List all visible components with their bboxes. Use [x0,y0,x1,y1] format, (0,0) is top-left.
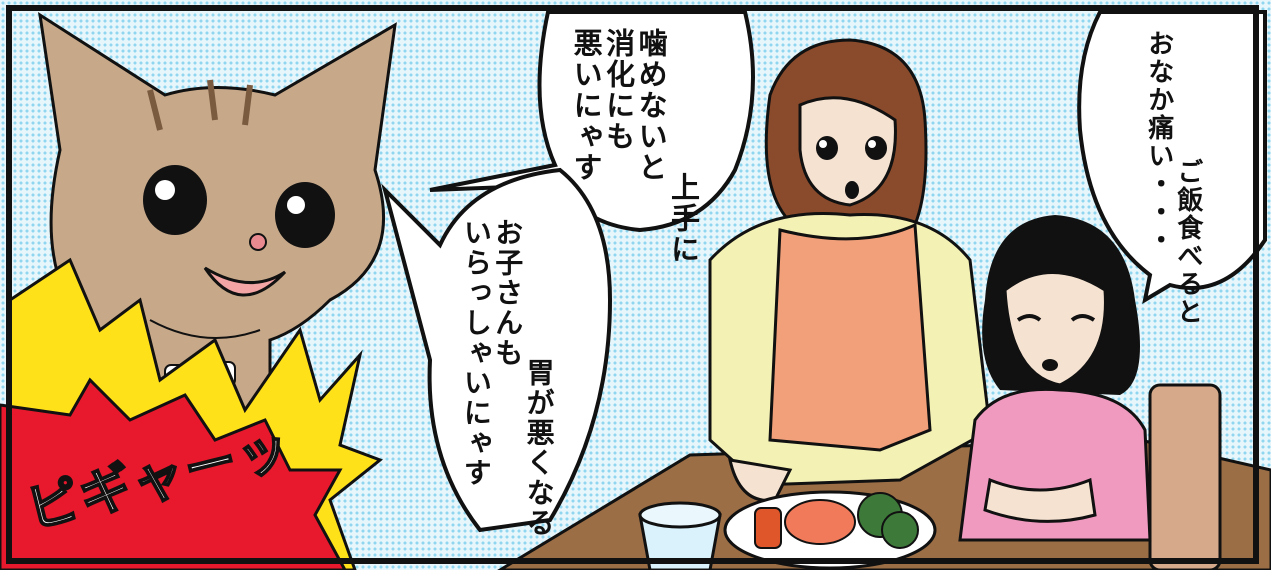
chair [1148,383,1222,570]
mother-character [708,38,992,502]
dialogue-cat-top: 上手に 噛めないと 消化にも 悪いにゃす [537,28,732,265]
dialogue-line: おなか痛い・・・ [1143,30,1174,254]
girl-character [958,215,1152,542]
dialogue-line: 悪いにゃす [569,28,604,183]
speech-bubble-girl [1077,10,1267,305]
water-glass [638,501,722,570]
dialogue-line: 噛めないと [634,28,669,183]
dialogue-cat-bottom: 胃が悪くなる お子さんも いらっしゃいにゃす [429,218,586,538]
speech-bubble-cat-top [429,10,755,233]
dialogue-line: ご飯食べると [1172,158,1203,326]
dialogue-line: 上手に [666,172,701,265]
speech-bubble-cat-bottom [381,167,613,533]
dialogue-line: お子さんも [491,218,525,368]
red-burst [0,377,347,570]
dialogue-girl: ご飯食べると おなか痛い・・・ [1115,30,1231,326]
dialogue-line: 胃が悪くなる [522,358,556,538]
dialogue-line: 消化にも [601,28,636,152]
dialogue-line: いらっしゃいにゃす [459,218,493,488]
meal-plate [723,490,937,570]
